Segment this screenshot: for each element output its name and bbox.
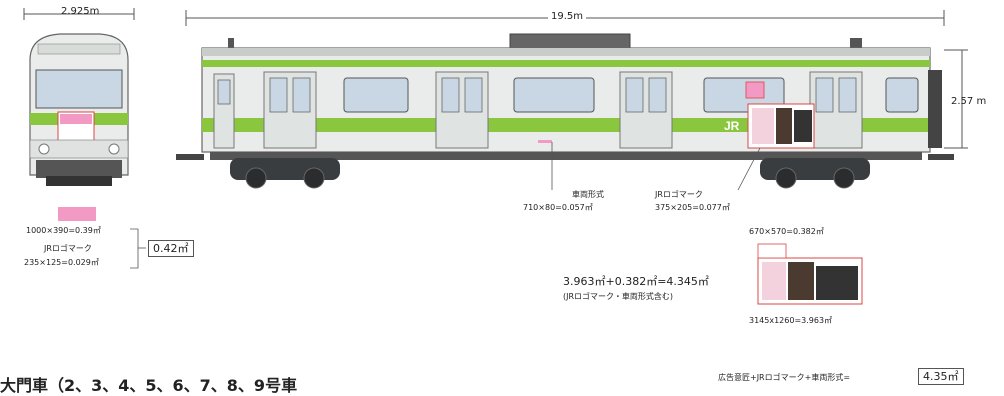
grand-total-label: 広告意匠+JRロゴマーク+車両形式= [718, 373, 851, 382]
side-jr-logo-label: JRロゴマーク [655, 190, 703, 199]
front-width-dimension [23, 8, 135, 20]
vehicle-type-label: 車両形式 [572, 190, 604, 199]
train-front-view [29, 33, 129, 186]
ad-sum-note: (JRロゴマーク・車両形式含む) [563, 292, 673, 301]
callout-lines [130, 142, 761, 269]
front-jr-logo-area: 235×125=0.029㎡ [24, 258, 99, 267]
svg-text:JR: JR [724, 119, 740, 133]
front-ad-area: 1000×390=0.39㎡ [26, 226, 101, 235]
side-jr-logo-area: 375×205=0.077㎡ [655, 203, 730, 212]
side-height-dimension [944, 49, 968, 149]
car-group-heading: 大門車（2、3、4、5、6、7、8、9号車 [0, 376, 298, 395]
ad-upper-area: 670×570=0.382㎡ [749, 227, 824, 236]
front-total-area: 0.42㎡ [148, 240, 194, 257]
front-jr-logo-label: JRロゴマーク [44, 244, 92, 253]
side-height-label: 2.57 m [951, 96, 987, 107]
side-length-label: 19.5m [548, 11, 587, 23]
ad-sum-formula: 3.963㎡+0.382㎡=4.345㎡ [563, 275, 709, 288]
vehicle-type-area: 710×80=0.057㎡ [523, 203, 593, 212]
ad-composite [757, 243, 863, 305]
front-ad-swatch [58, 207, 96, 221]
train-side-view: JR [176, 33, 954, 189]
ad-lower-area: 3145x1260=3.963㎡ [749, 316, 833, 325]
grand-total-value: 4.35㎡ [918, 368, 964, 385]
front-width-label: 2.925m [61, 6, 100, 17]
